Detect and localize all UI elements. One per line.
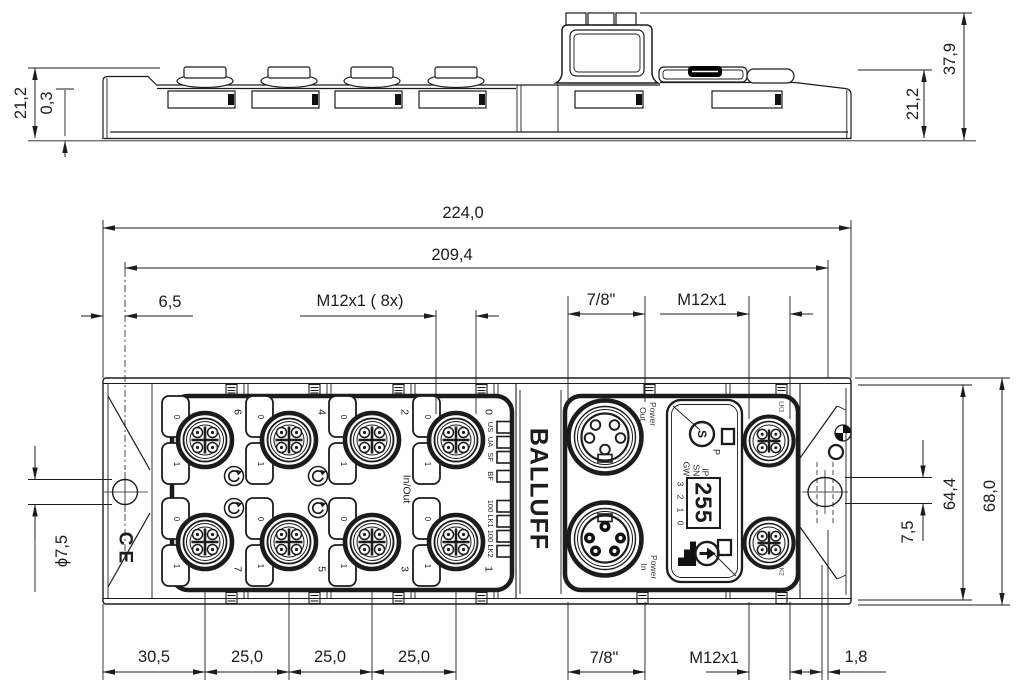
led-label-ua: UA: [485, 436, 495, 448]
top-view: [28, 12, 976, 157]
wedge-icon: [678, 533, 696, 566]
dim-first-pitch: 30,5: [137, 647, 171, 666]
dim-pitch-1: 25,0: [230, 647, 264, 666]
io-m12-connectors: [161, 395, 486, 587]
pin-label: 1: [256, 563, 265, 569]
led-label-100-1: 100: [485, 499, 495, 513]
dim-pitch-2: 25,0: [313, 647, 347, 666]
dim-io-thread: M12x1 ( 8x): [316, 291, 404, 310]
led-label-us: US: [485, 421, 495, 433]
dim-edge-offset: 6,5: [158, 292, 182, 311]
pin-label: 0: [172, 516, 181, 522]
pin-label: 1: [172, 461, 181, 467]
eth-port-1: [742, 414, 796, 468]
dim-top-lip: 0,3: [37, 91, 56, 115]
dim-power-thread: 7/8": [586, 290, 616, 309]
eth-label-lk1: LK1: [777, 401, 785, 413]
led-label-lk1: LK1: [485, 514, 495, 528]
dim-hole-diameter: ϕ7,5: [52, 534, 71, 568]
pin-label: 1: [172, 563, 181, 569]
port-number: 0: [482, 409, 495, 415]
pin-label: 0: [339, 516, 348, 522]
address-value: 255: [690, 482, 717, 524]
io-section-label: In/Out: [400, 474, 413, 504]
port-number: 4: [315, 409, 328, 415]
dim-top-height: 21,2: [11, 86, 30, 120]
brand-logo: BALLUFF: [524, 427, 553, 551]
dim-inner-height: 64,4: [940, 477, 959, 511]
dim-edge-right: 1,8: [844, 647, 868, 666]
rim-latches: [225, 383, 788, 605]
eth-port-2: [742, 516, 796, 570]
led-label-lk2: LK2: [485, 544, 495, 558]
dim-top-total-height: 37,9: [940, 42, 959, 76]
dim-overall-width: 224,0: [442, 203, 484, 222]
pin-label: 1: [256, 461, 265, 467]
link-icon: [223, 465, 329, 519]
pin-label: 1: [423, 461, 432, 467]
top-view-eth-bump: [746, 68, 795, 84]
port-number: 3: [398, 566, 411, 572]
right-flange: [799, 383, 852, 599]
set-arrow-icon: [699, 547, 716, 560]
datum-target-icon: [834, 424, 852, 442]
led-label-sf: SF: [485, 452, 495, 462]
pin-label: 0: [339, 414, 348, 420]
pin-label: 1: [423, 563, 432, 569]
p-label: P: [711, 448, 722, 456]
dim-top-body-height: 21,2: [903, 87, 922, 121]
port-number: 2: [398, 409, 411, 415]
pin-label: 1: [339, 461, 348, 467]
status-leds: [496, 420, 512, 558]
dim-pitch-3: 25,0: [397, 647, 431, 666]
pin-label: 0: [256, 414, 265, 420]
pin-label: 0: [423, 414, 432, 420]
display-led-top: [720, 427, 736, 446]
dim-eth-thread-bottom: M12x1: [689, 648, 739, 667]
dimension-lines: [28, 220, 1010, 680]
led-label-100-2: 100: [485, 529, 495, 543]
dim-eth-thread: M12x1: [677, 290, 727, 309]
power-section-frame: [562, 393, 801, 593]
eth-label-lk2: LK2: [777, 564, 785, 576]
dim-power-thread-bottom: 7/8": [589, 648, 619, 667]
dim-height: 68,0: [980, 479, 999, 513]
ce-mark: CE: [114, 531, 136, 569]
port-number: 7: [231, 566, 244, 572]
dim-slot-width: 7,5: [898, 520, 917, 544]
pin-label: 1: [339, 563, 348, 569]
top-view-power-tower: [553, 12, 661, 84]
pin-label: 0: [256, 516, 265, 522]
power-in-connector: [566, 500, 644, 578]
dip-scale: 3 2 1 0: [675, 481, 686, 529]
top-view-covers: [167, 90, 783, 109]
left-flange: [104, 270, 153, 599]
top-view-dimensions: [32, 12, 967, 157]
port-number: 5: [315, 566, 328, 572]
arrow-button: [694, 540, 720, 567]
pilot-hole: [827, 443, 845, 461]
port-number: 1: [482, 566, 495, 572]
m12-faces: [175, 410, 486, 572]
front-view: [102, 270, 852, 605]
port-number: 6: [231, 409, 244, 415]
top-view-display-bump: [658, 66, 748, 83]
led-label-bf: BF: [485, 471, 495, 481]
address-value-window: [686, 477, 721, 529]
address-display-panel: [665, 398, 744, 584]
set-button-label: S: [695, 429, 709, 439]
set-button: [688, 420, 716, 448]
dim-mount-width: 209,4: [431, 245, 473, 264]
top-view-m12-bumps: [176, 66, 485, 89]
pin-label: 0: [423, 516, 432, 522]
power-out-connector: [566, 398, 644, 476]
pin-label: 0: [172, 414, 181, 420]
